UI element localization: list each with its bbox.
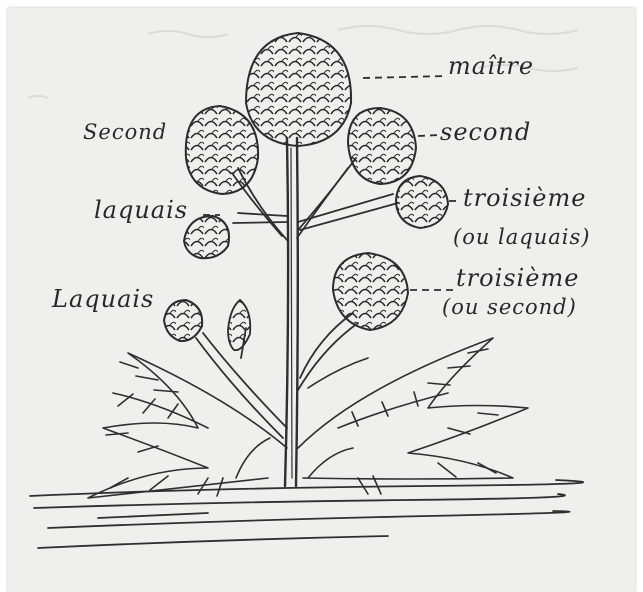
label-second-right: second <box>440 120 531 144</box>
label-troisieme-lower: troisième <box>456 266 579 290</box>
label-maitre: maître <box>448 54 534 78</box>
artichoke-head-second-right <box>348 108 416 184</box>
label-laquais-upper: laquais <box>94 198 188 222</box>
label-laquais-lower: Laquais <box>52 287 154 311</box>
label-ou-laquais: (ou laquais) <box>453 227 590 248</box>
artichoke-head-laquais-lower <box>164 300 250 350</box>
paper-sheet: maître Second second laquais troisième (… <box>8 8 635 592</box>
artichoke-head-second-left <box>186 106 258 194</box>
label-troisieme-upper: troisième <box>463 186 586 210</box>
label-ou-second: (ou second) <box>442 297 577 318</box>
label-second-left: Second <box>83 122 167 143</box>
artichoke-head-troisieme-lower <box>333 253 408 330</box>
main-stem <box>285 138 298 486</box>
artichoke-head-troisieme-upper <box>396 176 448 228</box>
artichoke-head-laquais-upper <box>184 216 229 258</box>
ground-lines <box>30 480 583 548</box>
artichoke-head-maitre <box>246 33 351 146</box>
